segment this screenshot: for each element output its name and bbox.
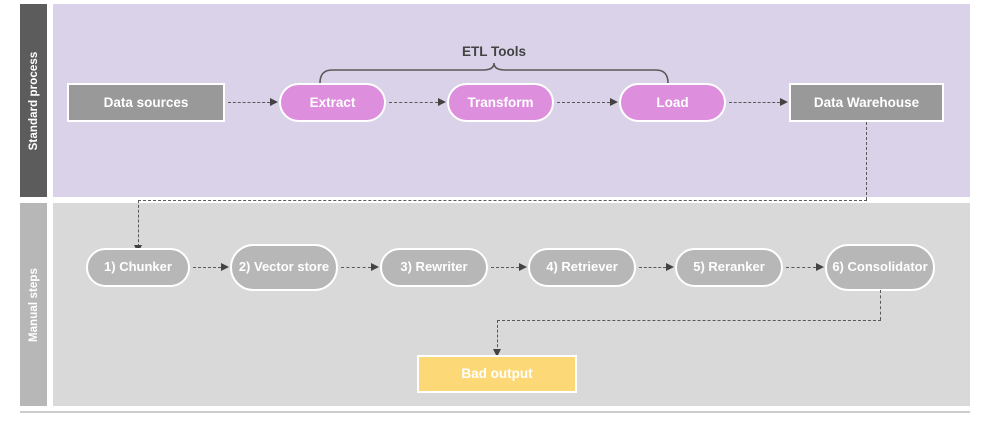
lane-header-manual-steps: Manual steps (20, 203, 47, 406)
connector-consolidator-down (880, 290, 881, 320)
node-bad-output-label: Bad output (461, 366, 533, 382)
connector-transform-to-load (557, 102, 610, 103)
connector-chunker-to-vector-store (193, 267, 221, 268)
node-transform[interactable]: Transform (447, 83, 554, 122)
node-rewriter-label: 3) Rewriter (400, 259, 468, 275)
connector-retriever-to-reranker (639, 267, 666, 268)
bottom-divider (20, 411, 970, 413)
node-vector-store-label: 2) Vector store (238, 259, 330, 275)
etl-tools-label: ETL Tools (462, 44, 526, 59)
node-rewriter[interactable]: 3) Rewriter (380, 248, 488, 287)
node-extract[interactable]: Extract (279, 83, 386, 122)
node-retriever-label: 4) Retriever (546, 259, 618, 275)
lane-header-standard-process: Standard process (20, 4, 47, 197)
arrowhead-bad-output (493, 349, 501, 357)
node-transform-label: Transform (467, 94, 534, 110)
node-chunker[interactable]: 1) Chunker (86, 248, 190, 287)
node-consolidator-label: 6) Consolidator (832, 259, 928, 275)
lane-label-manual-steps: Manual steps (27, 267, 40, 342)
node-reranker[interactable]: 5) Reranker (675, 248, 783, 287)
connector-dw-across (138, 200, 867, 201)
connector-vector-store-to-rewriter (341, 267, 371, 268)
node-data-sources[interactable]: Data sources (67, 83, 225, 122)
arrowhead-data-warehouse (780, 98, 788, 106)
connector-reranker-to-consolidator (786, 267, 816, 268)
lane-label-standard-process: Standard process (27, 51, 40, 150)
node-retriever[interactable]: 4) Retriever (528, 248, 636, 287)
arrowhead-load (610, 98, 618, 106)
connector-down-to-chunker (138, 200, 139, 247)
connector-load-to-data-warehouse (729, 102, 780, 103)
node-reranker-label: 5) Reranker (693, 259, 765, 275)
arrowhead-extract (270, 98, 278, 106)
node-load[interactable]: Load (619, 83, 726, 122)
connector-data-sources-to-extract (228, 102, 270, 103)
connector-consolidator-across (497, 320, 881, 321)
arrowhead-reranker (666, 263, 674, 271)
etl-tools-brace-icon (318, 62, 670, 84)
arrowhead-retriever (519, 263, 527, 271)
connector-dw-down (866, 122, 867, 200)
node-data-sources-label: Data sources (103, 94, 189, 110)
arrowhead-vector-store (221, 263, 229, 271)
node-bad-output[interactable]: Bad output (417, 355, 577, 393)
connector-extract-to-transform (389, 102, 438, 103)
node-consolidator[interactable]: 6) Consolidator (825, 244, 935, 291)
arrowhead-rewriter (371, 263, 379, 271)
arrowhead-transform (438, 98, 446, 106)
node-extract-label: Extract (309, 94, 356, 110)
node-data-warehouse-label: Data Warehouse (813, 94, 920, 110)
connector-rewriter-to-retriever (491, 267, 519, 268)
node-chunker-label: 1) Chunker (104, 259, 172, 275)
arrowhead-consolidator (816, 263, 824, 271)
node-data-warehouse[interactable]: Data Warehouse (789, 83, 944, 122)
node-load-label: Load (656, 94, 689, 110)
connector-down-to-bad-output (497, 320, 498, 352)
node-vector-store[interactable]: 2) Vector store (230, 244, 338, 291)
